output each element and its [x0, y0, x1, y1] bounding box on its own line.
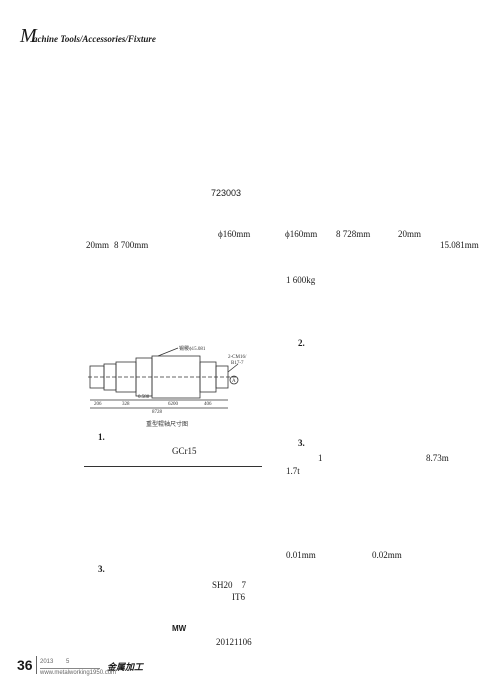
roller-shaft-drawing: 锡稷ϕ15.081 2-CM16/ B17-7 A 206 328 0.588 … [88, 345, 247, 428]
tolerance-b: 0.02mm [372, 550, 402, 560]
page-number: 36 [17, 657, 33, 673]
dim-label-4: 6200 [168, 402, 179, 407]
dim-c: 15.081mm [440, 240, 479, 250]
code-a: SH20 7 [212, 580, 247, 590]
dim-label-3: 0.588 [138, 395, 150, 400]
footer-year: 2013 [40, 659, 54, 665]
postal-code: 723003 [211, 188, 242, 198]
weight-2: 1.7t [286, 466, 300, 476]
datum-label: A [232, 379, 236, 384]
header-initial: M [20, 25, 37, 47]
section-3-heading-left: 3. [98, 564, 105, 574]
tolerance-a: 0.01mm [286, 550, 316, 560]
date: 20121106 [216, 637, 252, 647]
size-b: 20mm [86, 240, 110, 250]
number-1: 1 [318, 453, 323, 463]
dim-label-1: 206 [94, 402, 102, 407]
len-b: 8 700mm [114, 240, 149, 250]
figure-label-right: 2-CM16/ [228, 355, 247, 360]
size-a: 20mm [398, 229, 422, 239]
dim-label-2: 328 [122, 402, 130, 407]
figure-caption: 重型辊轴尺寸图 [146, 420, 188, 428]
leader-right [227, 363, 239, 373]
footer-issue: 5 [66, 659, 70, 665]
footer-separator [36, 656, 37, 674]
figure-label-right-2: B17-7 [231, 361, 244, 366]
len-a: 8 728mm [336, 229, 371, 239]
table-rule [84, 466, 262, 467]
section-2-heading: 2. [298, 338, 305, 348]
dim-label-5: 406 [204, 402, 212, 407]
footer-url: www.metalworking1950.com [40, 670, 117, 676]
roller-shaft-figure: 锡稷ϕ15.081 2-CM16/ B17-7 A 206 328 0.588 … [88, 342, 262, 428]
header-title: achine Tools/Accessories/Fixture [33, 34, 156, 44]
section-3-heading-right: 3. [298, 438, 305, 448]
weight: 1 600kg [286, 275, 316, 285]
figure-label-top: 锡稷ϕ15.081 [179, 345, 206, 352]
datum-circle [229, 375, 239, 385]
section-1-heading: 1. [98, 432, 105, 442]
dim-a: ϕ160mm [218, 229, 251, 239]
footer-brand: 金属加工 [107, 662, 144, 672]
footer-line [40, 668, 100, 669]
material: GCr15 [172, 446, 197, 456]
len-c: 8.73m [426, 453, 449, 463]
mw-mark: MW [172, 624, 187, 633]
dim-b: ϕ160mm [285, 229, 318, 239]
leader-top [157, 347, 179, 357]
grade: IT6 [232, 592, 245, 602]
dim-total: 8728 [152, 410, 163, 415]
